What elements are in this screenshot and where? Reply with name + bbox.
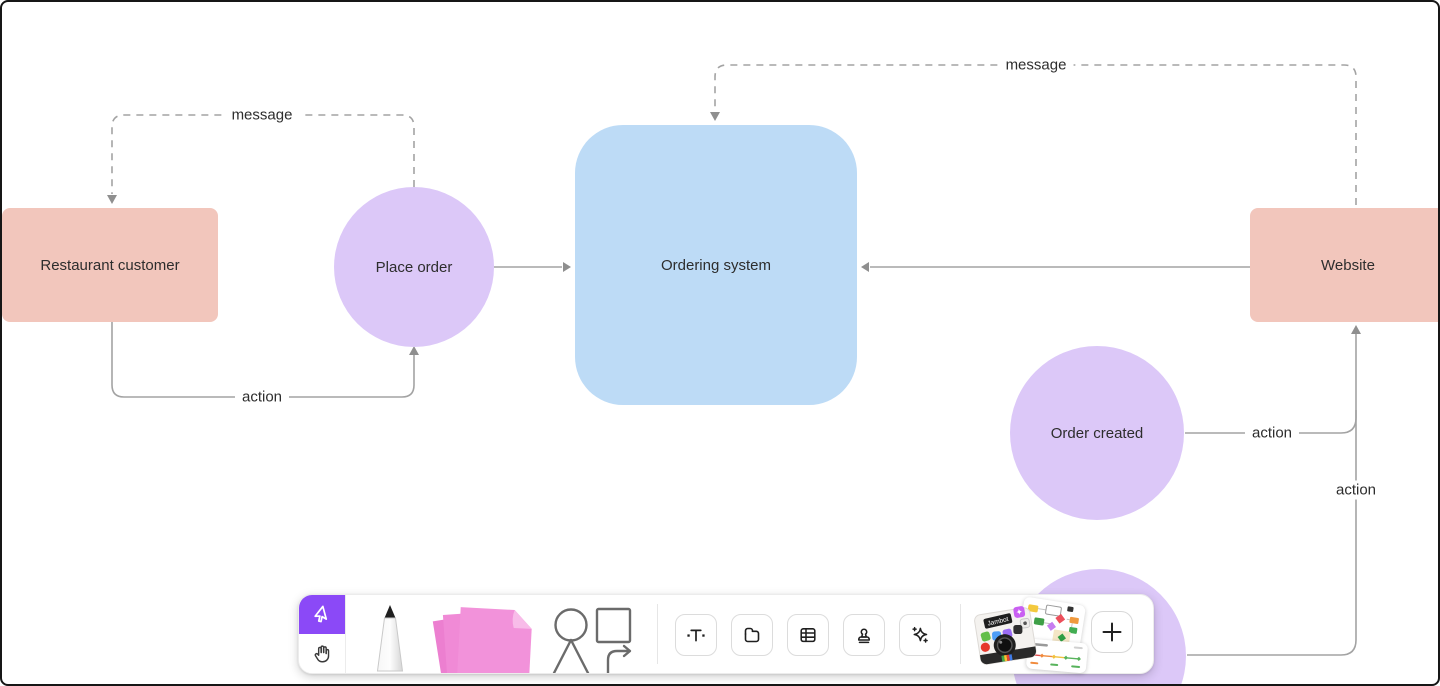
section-icon	[744, 627, 760, 643]
sticky-note-tool-button[interactable]	[429, 601, 539, 679]
edge-label-action-website[interactable]: action	[1328, 480, 1384, 500]
sparkle-icon	[912, 626, 928, 643]
edge-label-action-order-created[interactable]: action	[1244, 423, 1300, 443]
node-label: Restaurant customer	[40, 256, 180, 274]
node-label: Website	[1321, 256, 1375, 274]
stamp-icon	[858, 628, 870, 644]
shapes-tool-button[interactable]	[542, 603, 650, 675]
toolbar-divider	[960, 604, 961, 664]
shapes-icon	[552, 607, 632, 675]
select-tool-button[interactable]	[299, 595, 345, 634]
node-label: Ordering system	[660, 256, 772, 274]
arrowheads	[107, 112, 1361, 355]
jambot-widget[interactable]: Jambot	[969, 598, 1042, 669]
marker-tool-button[interactable]	[355, 599, 425, 673]
cursor-icon	[314, 605, 328, 622]
node-website[interactable]: Website	[1250, 208, 1438, 322]
table-icon	[800, 628, 816, 643]
edge-label-message-top[interactable]: message	[998, 55, 1074, 75]
node-order-created[interactable]: Order created	[1010, 346, 1184, 520]
connector-message-left[interactable]	[111, 114, 415, 194]
table-tool-button[interactable]	[787, 614, 829, 656]
text-tool-button[interactable]	[675, 614, 717, 656]
hand-icon	[314, 645, 329, 663]
section-tool-button[interactable]	[731, 614, 773, 656]
node-label: Order created	[1050, 424, 1144, 442]
add-widget-button[interactable]	[1091, 611, 1133, 653]
edge-label-action-bottom-left[interactable]: action	[234, 387, 290, 407]
connector-bottom-action[interactable]	[1187, 333, 1357, 656]
node-restaurant-customer[interactable]: Restaurant customer	[2, 208, 218, 322]
jambot-icon: Jambot	[974, 606, 1037, 665]
sticky-note-icon	[432, 607, 532, 679]
plus-icon	[1102, 622, 1122, 642]
ai-sparkle-tool-button[interactable]	[899, 614, 941, 656]
text-icon	[687, 629, 705, 642]
node-label: Place order	[375, 258, 453, 276]
node-place-order[interactable]: Place order	[334, 187, 494, 347]
hand-tool-button[interactable]	[299, 634, 345, 673]
flowchart-thumbnail	[1027, 604, 1079, 645]
stamp-tool-button[interactable]	[843, 614, 885, 656]
edge-label-message-left[interactable]: message	[224, 105, 300, 125]
select-hand-group	[299, 595, 346, 673]
widgets-group: Jambot	[969, 595, 1097, 674]
flowchart-template-card[interactable]	[1017, 596, 1087, 650]
svg-text:Jambot: Jambot	[987, 616, 1010, 628]
figjam-toolbar: Jambot	[298, 594, 1154, 679]
marker-icon	[376, 605, 404, 672]
node-ordering-system[interactable]: Ordering system	[575, 125, 857, 405]
toolbar-divider	[657, 604, 658, 664]
